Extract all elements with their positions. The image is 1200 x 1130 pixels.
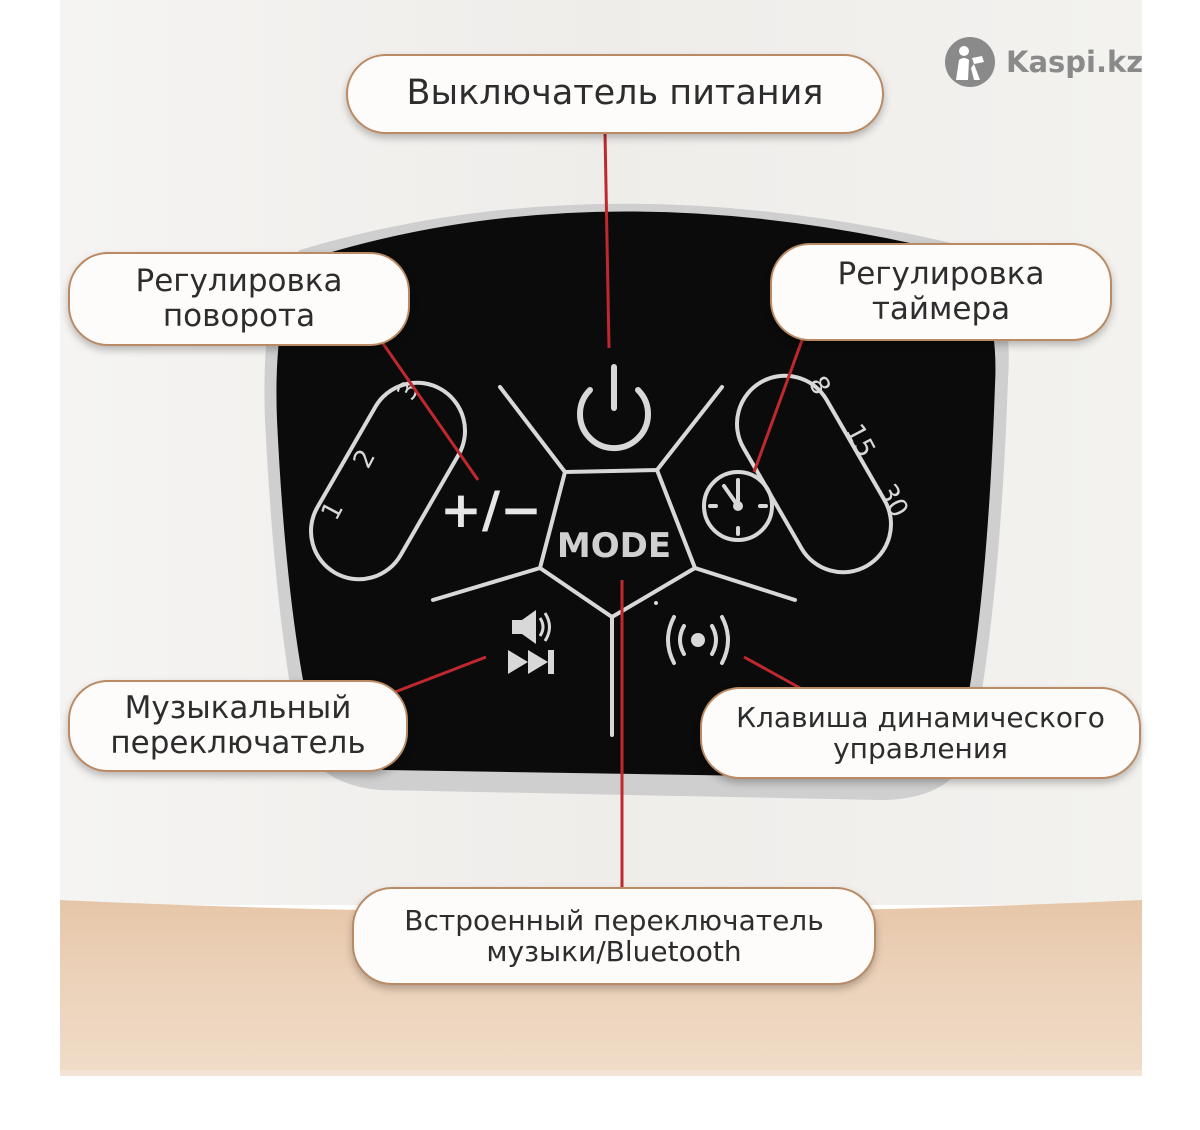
callout-music-line-1: Музыкальный <box>124 690 352 727</box>
clock-icon[interactable] <box>702 470 774 542</box>
callout-timer-line-1: Регулировка <box>837 256 1045 293</box>
callout-timer-adjust: Регулировка таймера <box>770 243 1112 341</box>
callout-power-switch-text: Выключатель питания <box>406 73 824 114</box>
callout-builtin-bt-switch: Встроенный переключатель музыки/Bluetoot… <box>352 887 876 985</box>
callout-music-line-2: переключатель <box>110 725 366 761</box>
callout-dynamic-line-1: Клавиша динамического <box>736 700 1105 734</box>
leader-lines <box>366 131 807 888</box>
callout-timer-line-2: таймера <box>871 291 1011 327</box>
rotation-slider-slot[interactable] <box>293 365 482 597</box>
callout-rotation-line-2: поворота <box>162 298 316 334</box>
kaspi-logo-icon <box>945 37 995 87</box>
callout-rotation-line-1: Регулировка <box>135 263 343 300</box>
power-icon[interactable] <box>577 364 651 451</box>
kaspi-watermark: Kaspi.kz <box>944 36 1143 88</box>
callout-dynamic-line-2: управления <box>833 732 1008 765</box>
sound-wave-icon[interactable] <box>666 615 730 665</box>
callout-bt-line-1: Встроенный переключатель <box>404 903 824 937</box>
plus-minus-button[interactable]: +/− <box>440 481 542 539</box>
callout-power-switch: Выключатель питания <box>346 54 884 134</box>
kaspi-watermark-text: Kaspi.kz <box>1006 45 1144 79</box>
mode-pentagon <box>431 385 797 737</box>
skip-forward-icon <box>508 650 554 674</box>
callout-music-switch: Музыкальный переключатель <box>68 680 408 772</box>
speaker-icon <box>512 610 551 644</box>
callout-dynamic-control-key: Клавиша динамического управления <box>700 687 1141 779</box>
music-switch-button[interactable] <box>508 610 554 674</box>
callout-bt-line-2: музыки/Bluetooth <box>486 935 742 968</box>
black-control-panel <box>276 211 996 779</box>
mode-button[interactable]: MODE <box>557 526 671 566</box>
callout-rotation-adjust: Регулировка поворота <box>68 252 410 346</box>
